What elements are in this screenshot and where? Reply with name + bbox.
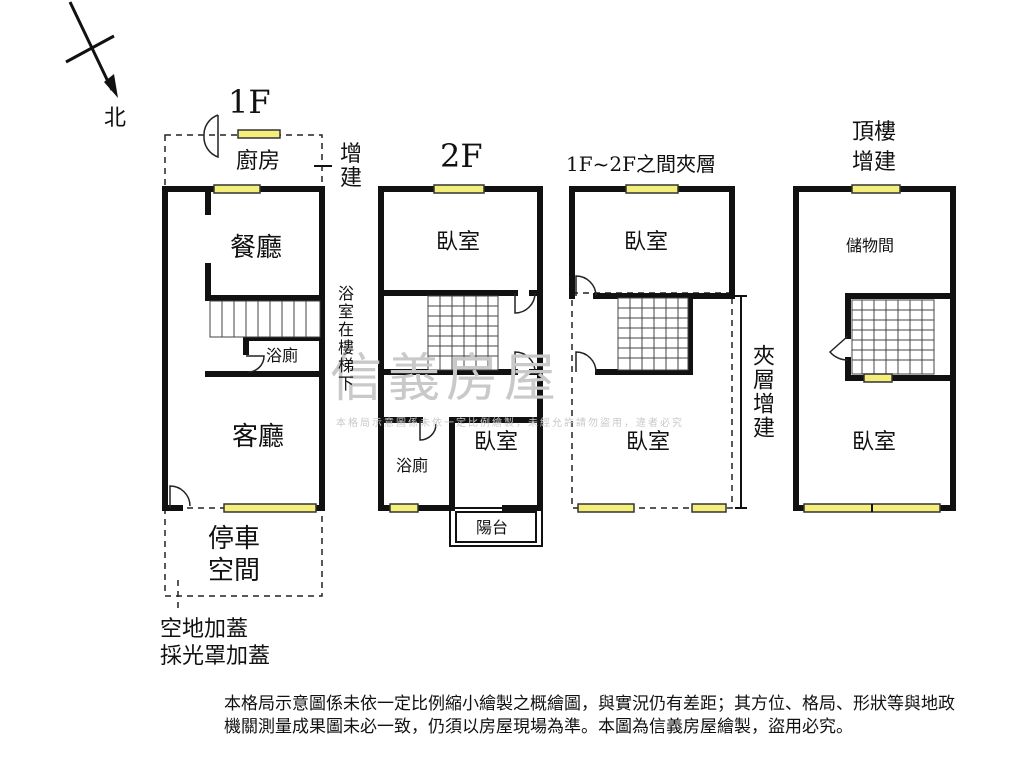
room-living: 客廳	[232, 422, 285, 452]
parking-space: 停車 空間	[208, 524, 261, 586]
watermark-notice: 本格局示意圖係未依一定比例繪製，未經允許請勿盜用，違者必究	[336, 418, 684, 429]
stairs-2f	[427, 295, 499, 371]
door	[419, 420, 437, 441]
window	[691, 503, 727, 513]
watermark-brand: 信義房屋	[330, 349, 563, 409]
window	[389, 503, 419, 513]
title-1f: 1F	[228, 83, 271, 121]
bath-under-stairs-note: 浴室在樓梯下	[335, 285, 354, 393]
window	[851, 184, 901, 194]
window	[863, 373, 893, 383]
room-bedroom-mezz-top: 臥室	[624, 230, 669, 255]
plan-1f	[162, 114, 332, 612]
window	[625, 184, 679, 194]
window	[577, 503, 635, 513]
north-arrow	[65, 1, 118, 98]
room-storage: 儲物間	[846, 236, 895, 255]
door	[246, 355, 265, 373]
disclaimer-note: 本格局示意圖係未依一定比例縮小繪製之概繪圖，與實況仍有差距；其方位、格局、形狀等…	[224, 694, 955, 737]
room-bedroom-2f-top: 臥室	[436, 230, 481, 255]
mezzanine-extension-note: 夾層增建	[749, 344, 774, 440]
door	[203, 114, 219, 159]
plan-2f	[378, 184, 543, 547]
room-balcony: 陽台	[476, 518, 509, 537]
window	[237, 129, 281, 139]
window	[213, 184, 261, 194]
door	[514, 292, 536, 314]
room-kitchen: 廚房	[236, 149, 281, 174]
window	[433, 184, 485, 194]
title-mezzanine: 1F~2F之間夾層	[566, 152, 716, 176]
stairs-roof	[851, 299, 935, 375]
north-label: 北	[104, 106, 127, 131]
room-bath-1f: 浴廁	[266, 346, 299, 365]
canopy-note: 空地加蓋 採光罩加蓋	[160, 617, 271, 669]
stairs-1f	[209, 300, 321, 338]
kitchen-extension-note: 增 建	[340, 142, 363, 191]
room-bedroom-mezz-bottom: 臥室	[626, 430, 671, 455]
room-bedroom-2f-bottom: 臥室	[474, 430, 519, 455]
title-roof: 頂樓 增建	[852, 120, 897, 175]
plan-roof	[793, 184, 956, 513]
door	[169, 485, 191, 508]
plan-mezzanine	[569, 184, 747, 513]
door	[575, 275, 597, 297]
stairs-mezz	[617, 297, 689, 371]
room-bedroom-roof: 臥室	[852, 430, 897, 455]
door	[828, 335, 849, 361]
door	[575, 351, 597, 373]
window	[223, 503, 317, 513]
title-2f: 2F	[440, 137, 483, 175]
door	[514, 351, 536, 373]
room-dining: 餐廳	[230, 233, 283, 263]
room-bath-2f: 浴廁	[396, 456, 429, 475]
